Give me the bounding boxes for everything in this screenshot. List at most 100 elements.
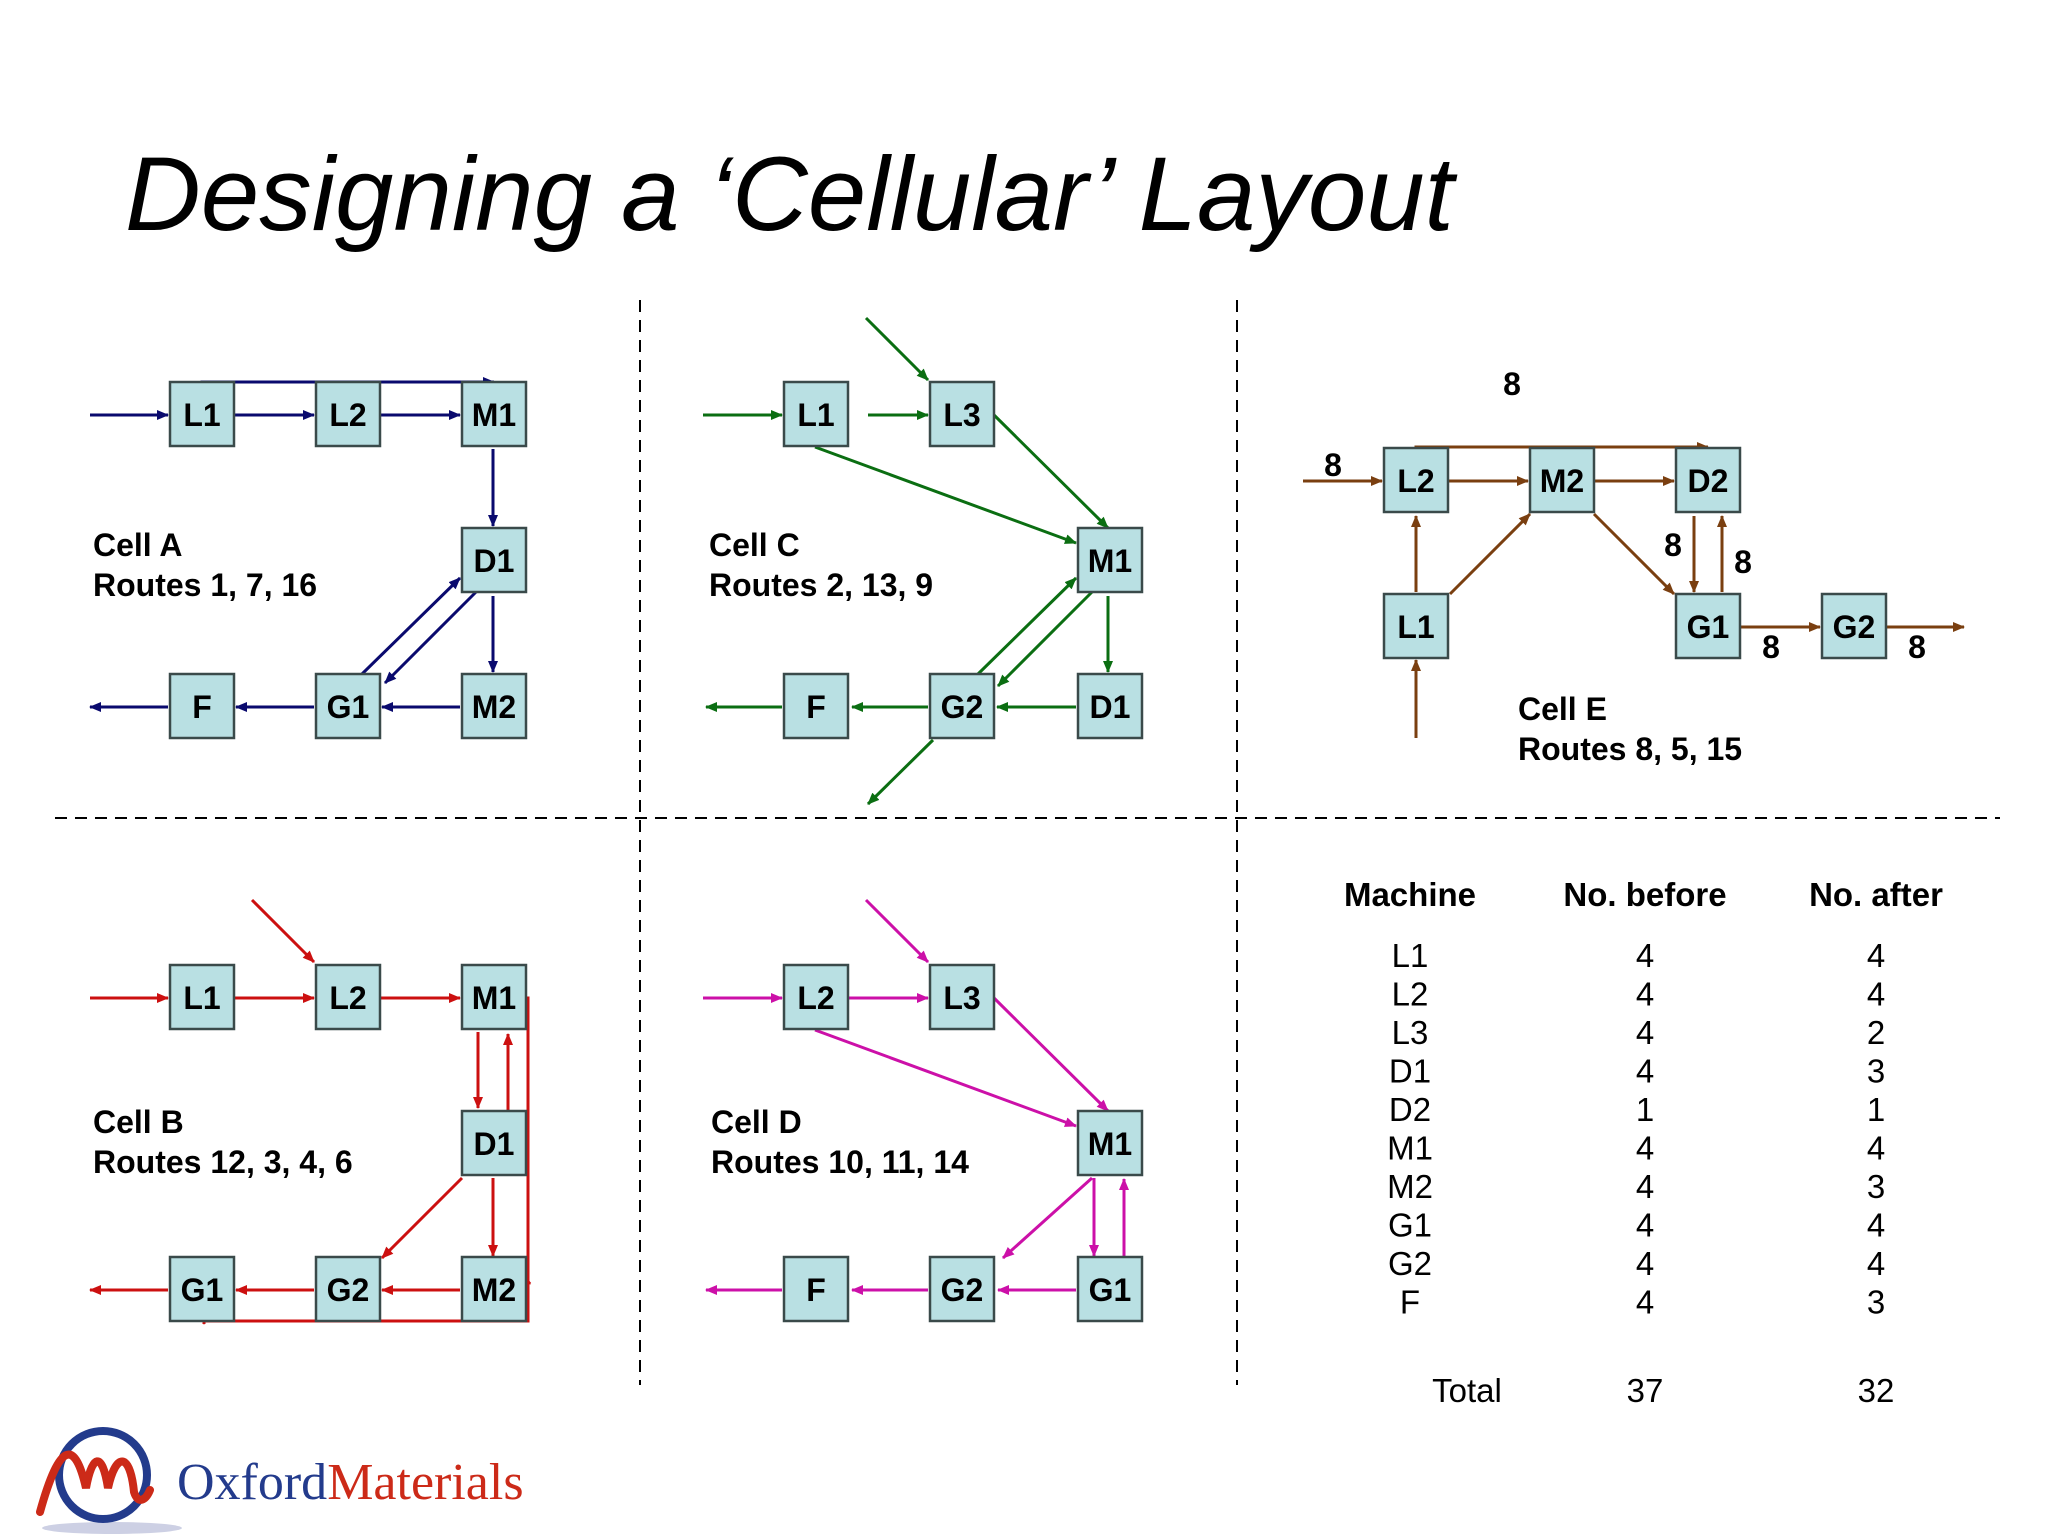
cell-d-arrow-in-l3 xyxy=(864,898,930,964)
cell-c-machines: L1 L3 M1 F G2 D1 xyxy=(782,380,1144,740)
machine-label: L2 xyxy=(329,397,366,433)
machine-box-d1 xyxy=(1076,672,1144,740)
cell-b-routes: Routes 12, 3, 4, 6 xyxy=(93,1144,353,1180)
cell-e-flow-label-top: 8 xyxy=(1503,366,1521,402)
machine-box-f xyxy=(168,672,236,740)
table-cell-after: 4 xyxy=(1867,1245,1885,1282)
machine-label: L1 xyxy=(1397,609,1434,645)
cell-e-flow-label-in: 8 xyxy=(1324,447,1342,483)
machine-box-l2 xyxy=(314,380,382,448)
cell-d-arrow-l2-m1 xyxy=(814,1028,1077,1128)
machine-label: D2 xyxy=(1688,463,1729,499)
table-cell-before: 4 xyxy=(1636,1014,1654,1051)
machine-label: F xyxy=(192,689,212,725)
cell-b-machines: L1 L2 M1 D1 G1 G2 M2 xyxy=(168,963,528,1323)
table-cell-after: 4 xyxy=(1867,976,1885,1013)
machine-label: D1 xyxy=(1090,689,1131,725)
table-header-machine: Machine xyxy=(1344,876,1476,913)
machine-box-l2 xyxy=(314,963,382,1031)
table-cell-before: 4 xyxy=(1636,1053,1654,1090)
cell-d-routes: Routes 10, 11, 14 xyxy=(711,1144,969,1180)
machine-label: G2 xyxy=(1833,609,1876,645)
logo-wordmark-oxford: Oxford xyxy=(177,1454,327,1511)
table-cell-after: 3 xyxy=(1867,1168,1885,1205)
machine-box-m2 xyxy=(1528,446,1596,514)
machine-label: G1 xyxy=(327,689,370,725)
table-cell-machine: L1 xyxy=(1392,937,1429,974)
logo-wordmark: OxfordMaterials xyxy=(177,1454,524,1511)
table-row: F 4 3 xyxy=(1400,1284,1885,1321)
machine-label: L1 xyxy=(183,980,220,1016)
machine-label: M1 xyxy=(1088,1126,1132,1162)
table-cell-after: 2 xyxy=(1867,1014,1885,1051)
table-cell-before: 4 xyxy=(1636,1207,1654,1244)
table-cell-after: 1 xyxy=(1867,1091,1885,1128)
cell-d-machines: L2 L3 M1 F G2 G1 xyxy=(782,963,1144,1323)
machine-box-d1 xyxy=(460,1109,528,1177)
cell-e-flow-label-out: 8 xyxy=(1908,629,1926,665)
table-total-after: 32 xyxy=(1858,1372,1895,1409)
machine-box-g1 xyxy=(168,1255,236,1323)
machine-box-g2 xyxy=(1820,592,1888,660)
machine-box-m2 xyxy=(460,1255,528,1323)
cell-e-arrow-l1-m2 xyxy=(1448,512,1532,596)
table-cell-machine: M2 xyxy=(1387,1168,1433,1205)
table-cell-machine: M1 xyxy=(1387,1130,1433,1167)
table-cell-after: 4 xyxy=(1867,937,1885,974)
table-cell-before: 4 xyxy=(1636,1284,1654,1321)
machine-box-l3 xyxy=(928,963,996,1031)
table-total-before: 37 xyxy=(1627,1372,1664,1409)
cell-e-machines: L2 M2 D2 L1 G1 G2 xyxy=(1382,446,1888,660)
table-cell-machine: G1 xyxy=(1388,1207,1432,1244)
cell-c-name: Cell C xyxy=(709,527,800,563)
machine-box-m1 xyxy=(1076,1109,1144,1177)
cell-d-arrow-l3-m1 xyxy=(992,996,1110,1113)
machine-label: L3 xyxy=(943,397,980,433)
cell-c-diagram xyxy=(703,316,1113,806)
machine-label: L3 xyxy=(943,980,980,1016)
machine-box-l2 xyxy=(782,963,850,1031)
table-header-before: No. before xyxy=(1563,876,1726,913)
cell-b-arrow-d1-g2 xyxy=(380,1176,464,1260)
cell-c-arrow-m1-g2 xyxy=(996,590,1094,688)
cell-d-diagram xyxy=(703,898,1129,1295)
machine-label: G2 xyxy=(941,689,984,725)
table-cell-machine: F xyxy=(1400,1284,1420,1321)
table-cell-before: 1 xyxy=(1636,1091,1654,1128)
cell-c-arrow-g2-out xyxy=(866,738,935,806)
machine-box-f xyxy=(782,1255,850,1323)
machine-box-g2 xyxy=(314,1255,382,1323)
machine-label: G2 xyxy=(327,1272,370,1308)
machine-box-m1 xyxy=(460,380,528,448)
machine-box-l1 xyxy=(168,963,236,1031)
machine-box-m1 xyxy=(460,963,528,1031)
table-cell-machine: D2 xyxy=(1389,1091,1431,1128)
machine-label: M1 xyxy=(472,397,516,433)
cell-c-arrow-l1-m1 xyxy=(814,445,1077,545)
machine-label: G1 xyxy=(181,1272,224,1308)
machine-box-f xyxy=(782,672,850,740)
cell-e-routes: Routes 8, 5, 15 xyxy=(1518,731,1742,767)
machine-label: D1 xyxy=(474,543,515,579)
table-cell-machine: D1 xyxy=(1389,1053,1431,1090)
machine-label: L1 xyxy=(183,397,220,433)
cell-a-name: Cell A xyxy=(93,527,183,563)
machine-label: L2 xyxy=(1397,463,1434,499)
table-cell-before: 4 xyxy=(1636,976,1654,1013)
cell-e-diagram xyxy=(1303,442,1965,738)
machine-box-g1 xyxy=(314,672,382,740)
table-cell-after: 3 xyxy=(1867,1053,1885,1090)
logo-wordmark-materials: Materials xyxy=(327,1454,523,1511)
table-cell-machine: L2 xyxy=(1392,976,1429,1013)
machine-label: M2 xyxy=(472,689,516,725)
machine-label: G1 xyxy=(1089,1272,1132,1308)
table-total-label: Total xyxy=(1432,1372,1502,1409)
table-cell-after: 3 xyxy=(1867,1284,1885,1321)
cell-c-arrow-l3-m1 xyxy=(992,413,1110,530)
oxford-materials-logo: OxfordMaterials xyxy=(36,1427,524,1534)
table-cell-machine: L3 xyxy=(1392,1014,1429,1051)
